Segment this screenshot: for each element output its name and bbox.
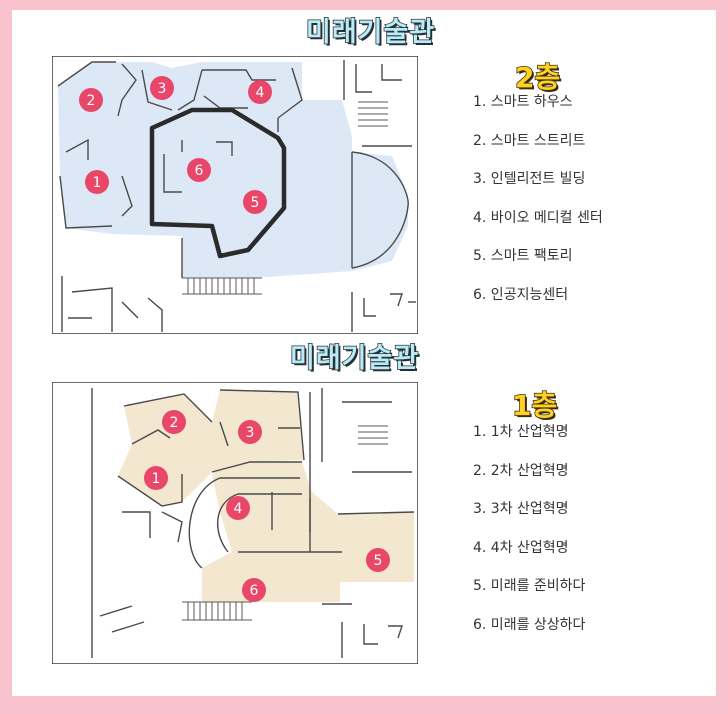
legend-item: 1. 1차 산업혁명: [473, 424, 569, 440]
legend-item: 5. 스마트 팩토리: [473, 248, 573, 265]
floor1-pin-4: 4: [226, 496, 250, 520]
floor1-map: 1 2 3 4 5 6: [52, 382, 418, 664]
floor2-pin-5: 5: [243, 190, 267, 214]
floor2-building-title: 미래기술관: [305, 16, 436, 49]
legend-item: 4. 바이오 메디컬 센터: [473, 209, 603, 226]
floor2-legend: 1. 스마트 하우스 2. 스마트 스트리트 3. 인텔리전트 빌딩 4. 바이…: [473, 92, 603, 324]
legend-item: 3. 3차 산업혁명: [473, 501, 569, 518]
floor1-legend: 1. 1차 산업혁명 2. 2차 산업혁명 3. 3차 산업혁명 4. 4차 산…: [473, 422, 585, 654]
pin-number: 1: [93, 175, 102, 191]
floor2-exhibit-area: [58, 62, 408, 278]
legend-item: 6. 미래를 상상하다: [473, 616, 586, 633]
legend-item: 5. 미래를 준비하다: [473, 578, 586, 595]
pin-number: 6: [250, 583, 259, 599]
floor2-stairs: [187, 278, 255, 294]
pin-number: 2: [87, 93, 96, 109]
floor2-pin-2: 2: [79, 88, 103, 112]
floor2-label: 2층: [514, 60, 561, 95]
legend-item: 1. 스마트 하우스: [473, 94, 573, 110]
floor1-pin-3: 3: [238, 420, 262, 444]
pin-number: 5: [251, 195, 260, 211]
floor1-pin-5: 5: [366, 548, 390, 572]
floor1-pin-1: 1: [144, 466, 168, 490]
legend-item: 3. 인텔리전트 빌딩: [473, 171, 586, 188]
floor1-label: 1층: [511, 388, 558, 423]
legend-item: 2. 2차 산업혁명: [473, 462, 569, 479]
zone6-outline: [149, 107, 287, 259]
floor2-pin-3: 3: [150, 76, 174, 100]
pin-number: 5: [374, 553, 383, 569]
floor1-exhibit-area-2: [202, 462, 414, 602]
floor2-pin-1: 1: [85, 170, 109, 194]
pin-number: 4: [234, 501, 243, 517]
legend-item: 2. 스마트 스트리트: [473, 132, 586, 149]
pin-number: 6: [195, 163, 204, 179]
pin-number: 1: [152, 471, 161, 487]
floor1-stairs: [187, 602, 243, 620]
floor1-building-title: 미래기술관: [289, 342, 420, 375]
floor2-pin-4: 4: [248, 80, 272, 104]
floor1-pin-6: 6: [242, 578, 266, 602]
pin-number: 2: [170, 415, 179, 431]
floor2-map: 1 2 3 4 5 6: [52, 56, 418, 334]
floor1-pin-2: 2: [162, 410, 186, 434]
floor2-pin-6: 6: [187, 158, 211, 182]
pin-number: 4: [256, 85, 265, 101]
pin-number: 3: [246, 425, 255, 441]
legend-item: 6. 인공지능센터: [473, 286, 569, 303]
legend-item: 4. 4차 산업혁명: [473, 539, 569, 556]
pin-number: 3: [158, 81, 167, 97]
